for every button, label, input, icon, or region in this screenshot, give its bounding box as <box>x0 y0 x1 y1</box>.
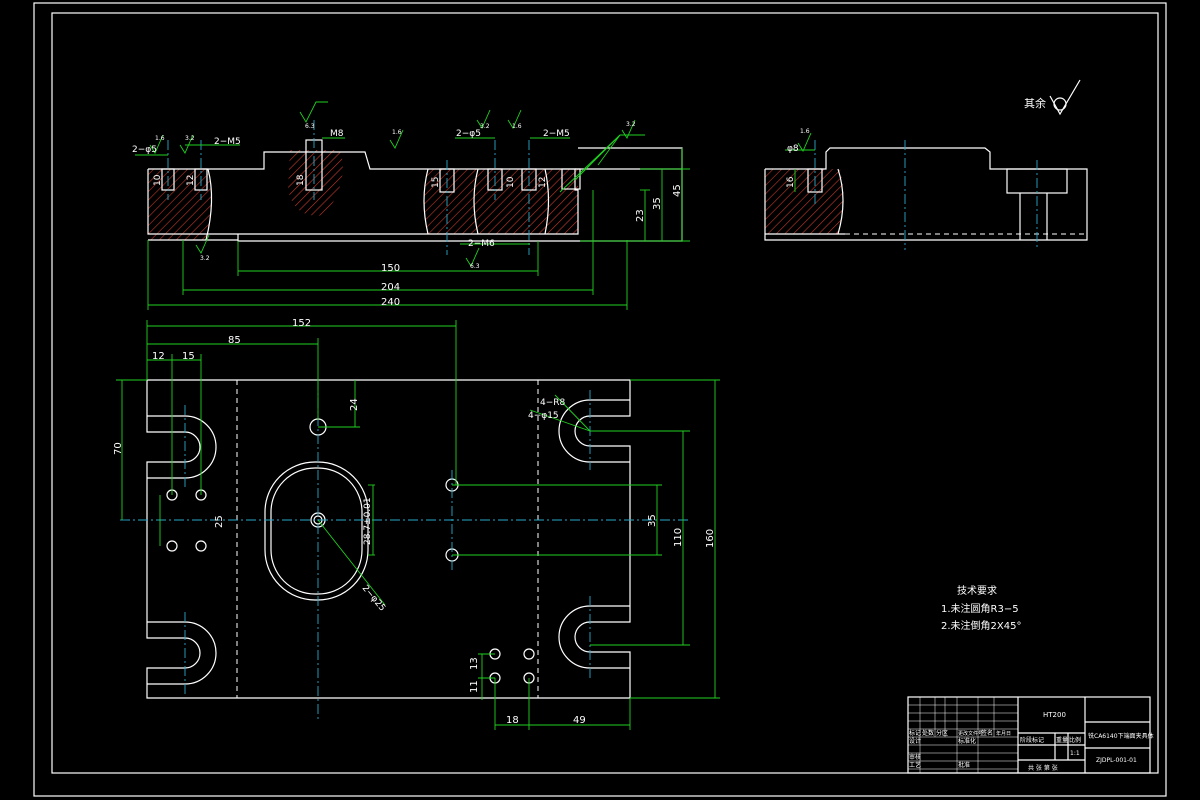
tb-scale: 比例 <box>1069 736 1081 744</box>
dim-240: 240 <box>381 297 400 308</box>
roughness-6: 1.6 <box>512 123 522 130</box>
tb-zone: 分区 <box>936 729 948 737</box>
front-view-dimensions: 2−φ5 2−M5 M8 2−φ5 2−M5 2−M6 150 204 240 … <box>132 121 683 308</box>
dim-10b: 10 <box>506 176 516 188</box>
dim-18: 18 <box>296 174 306 186</box>
dim-15-top: 15 <box>182 351 195 362</box>
technical-requirements: 技术要求 1.未注圆角R3−5 2.未注倒角2X45° <box>941 584 1021 632</box>
dim-204: 204 <box>381 282 400 293</box>
tb-craft: 工艺 <box>909 761 921 769</box>
dim-12: 12 <box>186 175 196 186</box>
roughness-1: 1.6 <box>155 135 165 142</box>
roughness-3: 6.3 <box>305 123 315 130</box>
dim-23: 23 <box>635 209 646 222</box>
tb-design: 设计 <box>909 737 921 745</box>
tb-sign: 签名 <box>981 729 993 737</box>
tb-date: 年月日 <box>996 730 1011 737</box>
dim-85: 85 <box>228 335 241 346</box>
dim-35: 35 <box>652 197 663 210</box>
dim-35-top: 35 <box>647 514 658 527</box>
dim-49: 49 <box>573 715 586 726</box>
tb-weight: 重量 <box>1056 736 1068 744</box>
sheet-border <box>33 2 1167 797</box>
dim-4phi15: 4−φ15 <box>528 411 559 421</box>
tech-item-2: 2.未注倒角2X45° <box>941 619 1021 632</box>
top-view <box>116 320 720 730</box>
tech-title: 技术要求 <box>957 584 997 597</box>
dim-2M5-right: 2−M5 <box>543 129 570 139</box>
tb-count: 处数 <box>922 729 934 737</box>
dim-2phi5-mid: 2−φ5 <box>456 129 481 139</box>
dim-12b: 12 <box>538 177 548 188</box>
dim-110: 110 <box>673 528 684 547</box>
roughness-5: 3.2 <box>480 123 490 130</box>
roughness-9: 6.3 <box>470 263 480 270</box>
dim-45: 45 <box>672 184 683 197</box>
side-view-text: φ8 16 1.6 其余 <box>786 96 1046 188</box>
roughness-4: 1.6 <box>392 129 402 136</box>
tb-stage: 阶段标记 <box>1020 736 1044 744</box>
dim-24: 24 <box>349 398 360 411</box>
dim-M8: M8 <box>330 129 344 139</box>
tb-material: HT200 <box>1043 711 1066 719</box>
dim-phi8: φ8 <box>787 144 799 154</box>
tb-sheets: 共 张 第 张 <box>1028 764 1058 772</box>
roughness-7: 3.2 <box>626 121 636 128</box>
roughness-8: 3.2 <box>200 255 210 262</box>
dim-18-top: 18 <box>506 715 519 726</box>
dim-2M6: 2−M6 <box>468 239 495 249</box>
dim-2phi25: 2−φ25 <box>360 584 387 614</box>
dim-70: 70 <box>113 442 124 455</box>
tb-drawing-no: ZJDPL-001-01 <box>1096 757 1137 764</box>
dim-10a: 10 <box>153 174 163 186</box>
dim-2M5-left: 2−M5 <box>214 137 241 147</box>
roughness-side: 1.6 <box>800 128 810 135</box>
dim-2phi5-left: 2−φ5 <box>132 145 157 155</box>
dim-11: 11 <box>469 680 480 693</box>
dim-4R8: 4−R8 <box>540 398 566 408</box>
tb-scale-value: 1:1 <box>1070 750 1080 757</box>
dim-13: 13 <box>469 657 480 670</box>
tb-mark: 标记 <box>909 729 921 737</box>
dim-12-top: 12 <box>152 351 165 362</box>
tb-part-name: 铣CA6140下端面夹具体 <box>1088 732 1154 740</box>
dim-160: 160 <box>705 529 716 548</box>
title-block: 标记 处数 分区 更改文件号 签名 年月日 设计 标准化 审核 工艺 批准 HT… <box>907 696 1154 774</box>
other-surfaces-label: 其余 <box>1024 96 1046 110</box>
roughness-2: 3.2 <box>185 135 195 142</box>
tb-docno: 更改文件号 <box>958 730 983 737</box>
front-section-view <box>135 101 690 310</box>
tb-approve: 批准 <box>958 761 970 769</box>
dim-150: 150 <box>381 263 400 274</box>
dim-152: 152 <box>292 318 311 329</box>
dim-16: 16 <box>786 176 796 188</box>
dim-15: 15 <box>431 177 441 188</box>
tb-std: 标准化 <box>958 737 976 745</box>
tb-review: 审核 <box>909 753 921 761</box>
dim-25: 25 <box>214 515 225 528</box>
dim-28-7: 28.7±0.01 <box>363 497 373 545</box>
tech-item-1: 1.未注圆角R3−5 <box>941 602 1019 615</box>
top-view-dimensions: 152 85 12 15 24 70 25 4−R8 4−φ15 35 110 … <box>113 318 716 726</box>
side-view <box>764 79 1088 250</box>
